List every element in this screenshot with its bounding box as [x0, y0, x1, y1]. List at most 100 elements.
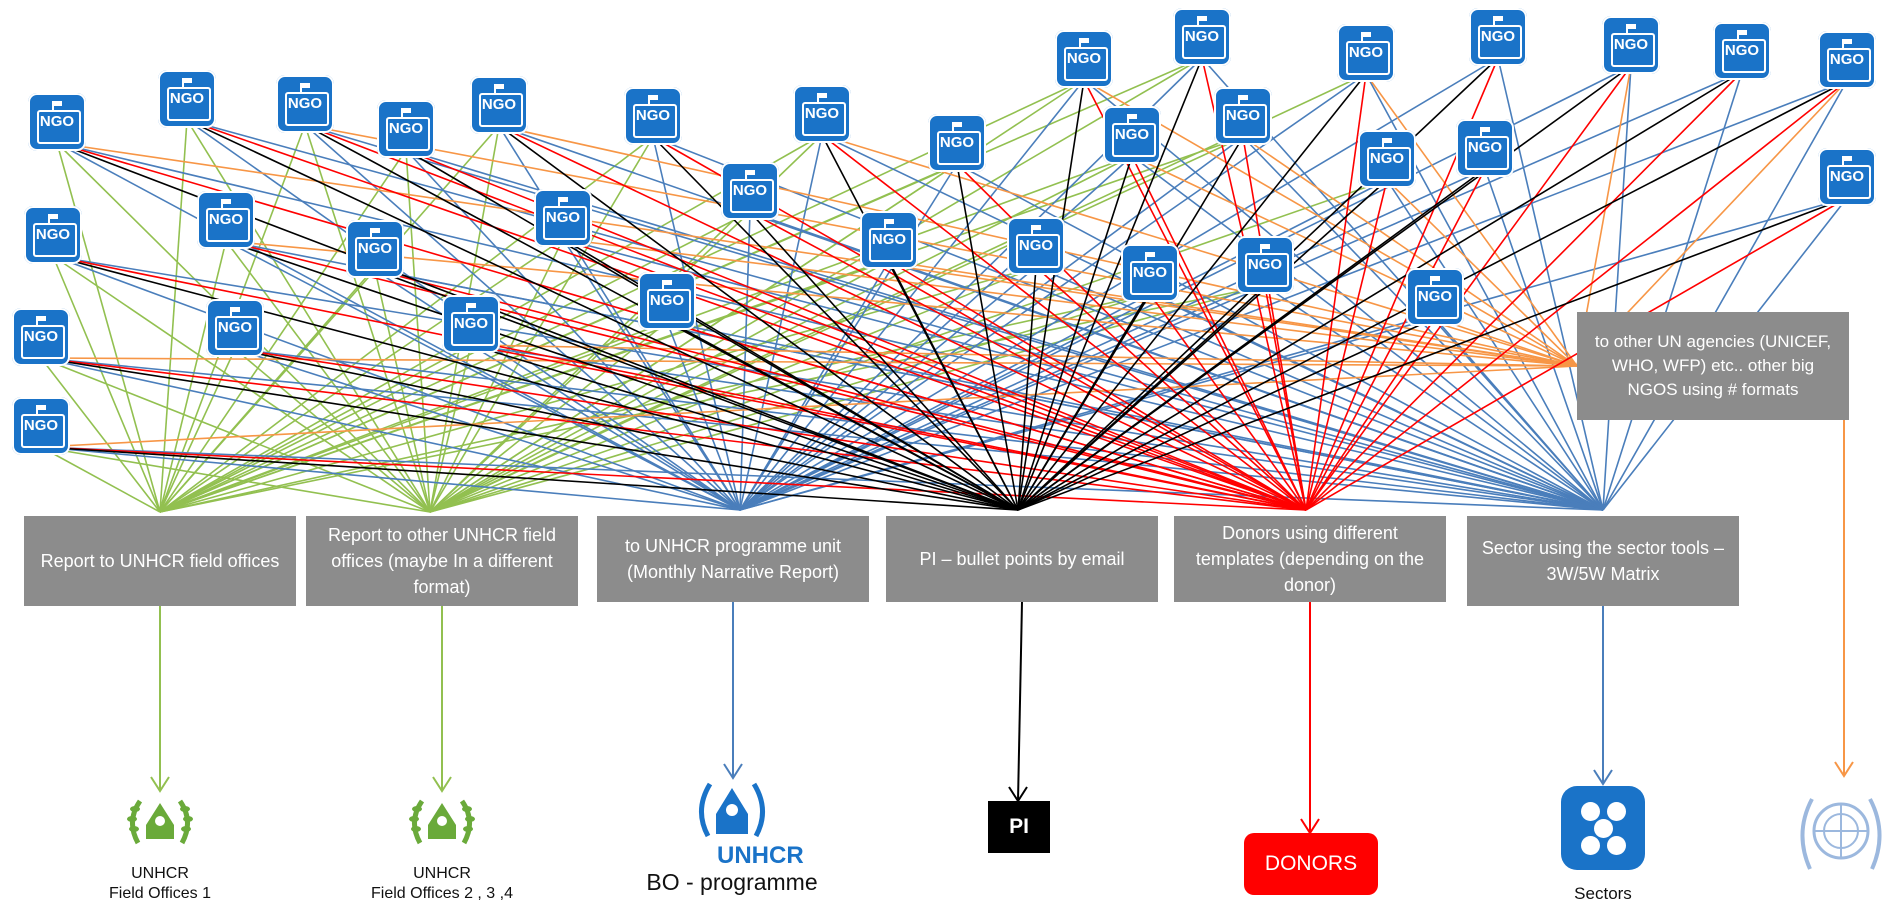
box-sector: Sector using the sector tools – 3W/5W Ma…	[1467, 516, 1739, 606]
flag-icon	[648, 95, 658, 106]
connection-line	[56, 142, 1578, 367]
ngo-label: NGO	[1480, 28, 1516, 45]
unhcr-emblem-icon	[409, 799, 475, 845]
connection-line	[470, 344, 1019, 511]
ngo-icon: NGO	[928, 114, 986, 172]
ngo-label: NGO	[208, 211, 244, 228]
connection-line	[562, 238, 1578, 367]
connection-line	[159, 119, 188, 513]
connection-line	[52, 255, 1019, 511]
connection-line	[1017, 168, 1486, 511]
flag-icon	[52, 101, 62, 112]
connection-line	[429, 73, 1367, 513]
building-icon	[451, 312, 495, 346]
connection-line	[1017, 136, 1244, 511]
ngo-icon: NGO	[1818, 31, 1876, 89]
connection-line	[429, 238, 564, 513]
building-icon	[633, 104, 677, 138]
connection-line	[739, 285, 1266, 511]
building-icon	[21, 414, 65, 448]
ngo-label: NGO	[453, 315, 489, 332]
connection-line	[1035, 266, 1604, 511]
building-icon	[21, 325, 65, 359]
connection-line	[40, 357, 1604, 511]
ngo-icon: NGO	[470, 76, 528, 134]
flag-icon	[48, 214, 58, 225]
ngo-label: NGO	[635, 107, 671, 124]
flag-icon	[662, 280, 672, 291]
connection-line	[225, 240, 741, 511]
building-icon	[37, 110, 81, 144]
ngo-label: NGO	[1066, 50, 1102, 67]
building-icon	[869, 228, 913, 262]
connection-line	[821, 134, 1307, 511]
ngo-label: NGO	[649, 292, 685, 309]
ngo-label: NGO	[388, 120, 424, 137]
unhcr-blue-emblem-icon	[699, 782, 765, 838]
ngo-icon: NGO	[1055, 30, 1113, 88]
connection-line	[956, 163, 1604, 511]
unhcr-emblem-icon	[127, 799, 193, 845]
connection-line	[304, 124, 1578, 367]
connection-line	[234, 348, 741, 511]
connection-line	[739, 73, 1367, 511]
connection-line	[1305, 71, 1743, 511]
bo-programme-caption: BO - programme	[646, 869, 818, 895]
ngo-icon: NGO	[860, 211, 918, 269]
flag-icon	[1197, 16, 1207, 27]
building-icon	[206, 208, 250, 242]
building-icon	[1465, 136, 1509, 170]
connection-line	[1017, 601, 1023, 802]
ngo-label: NGO	[357, 240, 393, 257]
building-icon	[167, 87, 211, 121]
connection-line	[304, 124, 431, 513]
ngo-label: NGO	[287, 95, 323, 112]
connection-line	[821, 134, 1578, 367]
flag-icon	[300, 83, 310, 94]
ngo-icon: NGO	[1406, 268, 1464, 326]
connection-line	[40, 365, 1578, 448]
connection-line	[1434, 317, 1578, 367]
connection-line	[1305, 80, 1848, 511]
connection-line	[1305, 317, 1436, 511]
ngo-label: NGO	[1417, 288, 1453, 305]
connection-line	[234, 348, 431, 513]
connection-line	[739, 260, 890, 511]
flag-icon	[401, 108, 411, 119]
building-icon	[730, 179, 774, 213]
ngo-icon: NGO	[206, 299, 264, 357]
connection-line	[186, 119, 431, 513]
flag-icon	[466, 303, 476, 314]
building-icon	[386, 117, 430, 151]
connection-line	[562, 238, 741, 511]
building-icon	[1112, 123, 1156, 157]
arrow-head	[1593, 769, 1613, 786]
connection-line	[749, 211, 1019, 511]
unhcr-logo-text: UNHCR	[717, 842, 804, 869]
flag-icon	[1079, 38, 1089, 49]
building-icon	[1245, 253, 1289, 287]
ngo-label: NGO	[1247, 256, 1283, 273]
building-icon	[285, 92, 329, 126]
connection-line	[304, 124, 741, 511]
flag-icon	[1493, 16, 1503, 27]
connection-line	[1497, 57, 1604, 511]
ngo-icon: NGO	[793, 85, 851, 143]
building-icon	[543, 206, 587, 240]
connection-line	[1484, 168, 1604, 511]
connection-line	[40, 446, 1019, 511]
connection-line	[1305, 179, 1388, 511]
flag-icon	[182, 78, 192, 89]
building-icon	[355, 237, 399, 271]
building-icon	[1827, 165, 1871, 199]
ngo-icon: NGO	[1469, 8, 1527, 66]
connection-line	[888, 260, 1604, 511]
connection-line	[159, 269, 376, 513]
flag-icon	[1737, 30, 1747, 41]
ngo-label: NGO	[732, 182, 768, 199]
connection-line	[1131, 155, 1307, 511]
ngo-icon: NGO	[638, 272, 696, 330]
connection-line	[40, 357, 161, 513]
flag-icon	[952, 122, 962, 133]
ngo-label: NGO	[1724, 42, 1760, 59]
